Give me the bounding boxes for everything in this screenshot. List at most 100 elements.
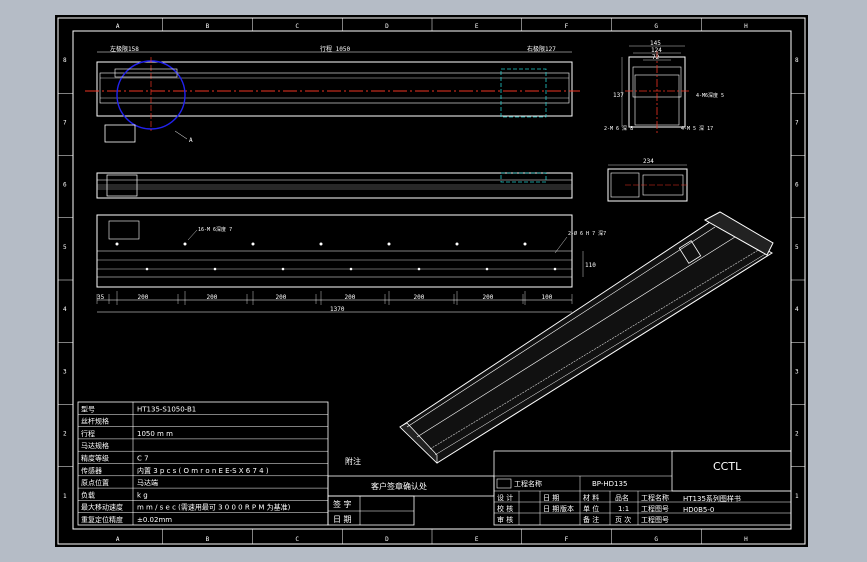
row-label-left: 3	[63, 368, 67, 375]
sheet-label: 页 次	[615, 515, 631, 524]
unit-label: 单 位	[583, 504, 599, 513]
end-view: 145 124 72 137 4-M6深度 5 2-M 6 深 8 4-M 5 …	[604, 40, 724, 133]
left-limit-label: 左极限158	[110, 45, 139, 53]
column-label-top: E	[475, 23, 479, 30]
segment-dim: 200	[138, 294, 149, 301]
project-label-2: 工程名称	[641, 493, 669, 502]
spec-label: 传感器	[81, 466, 102, 475]
end-note-left: 2-M 6 深 8	[604, 125, 633, 132]
spec-value: 内置 3 p c s ( O m r o n E E-S X 6 7 4 )	[137, 466, 269, 475]
column-label-bottom: B	[206, 536, 210, 543]
front-height-dim: 110	[585, 262, 596, 269]
row-label-right: 8	[795, 57, 799, 64]
title-block: CCTL 工程名称 BP-HD135 HT135系列图样书 HD0B5-0 设 …	[493, 450, 792, 526]
column-label-bottom: D	[385, 536, 389, 543]
spec-value: ±0.02mm	[137, 516, 172, 524]
outer-frame	[57, 17, 806, 545]
right-carriage-outline	[500, 68, 547, 118]
stroke-label: 行程 1050	[320, 45, 350, 53]
project-label: 工程名称	[514, 479, 542, 488]
front-hole-note-left: 16-M 6深度 7	[198, 226, 232, 233]
spec-value: HT135-S1050-B1	[137, 405, 196, 413]
spec-label: 负载	[81, 490, 95, 499]
row-label-right: 3	[795, 368, 799, 375]
approve-label: 审 核	[497, 515, 513, 524]
segment-dim: 200	[207, 294, 218, 301]
end-note-right: 4-M 5 深 17	[681, 125, 713, 132]
front-hole-note-right: 2-Ø 6 H 7 深7	[568, 230, 606, 237]
section-view: 234	[607, 158, 688, 202]
end-inner-dim: 72	[652, 54, 660, 61]
row-label-right: 5	[795, 244, 799, 251]
top-view: 左极限158 行程 1050 右极限127 A	[85, 45, 580, 144]
remark-label: 附注	[345, 456, 361, 466]
segment-dim: 35	[97, 294, 105, 301]
row-label-left: 6	[63, 182, 67, 189]
column-label-bottom: A	[116, 536, 120, 543]
column-label-bottom: E	[475, 536, 479, 543]
sign-label: 签 字	[333, 499, 352, 509]
segment-dim: 200	[276, 294, 287, 301]
date-label: 日 期	[333, 515, 352, 524]
note-label: 备 注	[583, 515, 599, 524]
column-label-top: B	[206, 23, 210, 30]
spec-label: 行程	[81, 429, 95, 438]
row-label-left: 2	[63, 431, 67, 438]
spec-label: 精度等级	[81, 454, 109, 463]
side-view	[96, 172, 573, 199]
spec-label: 重复定位精度	[81, 515, 123, 524]
right-limit-label: 右极限127	[527, 45, 556, 53]
tb-date-label-2: 日 期	[543, 505, 559, 513]
row-label-left: 7	[63, 119, 67, 126]
column-label-top: G	[654, 23, 658, 30]
detail-mark: A	[189, 137, 193, 144]
spec-label: 型号	[81, 404, 95, 413]
row-label-right: 7	[795, 119, 799, 126]
mounting-holes	[115, 242, 557, 305]
spec-value: m m / s e c (需速用最可 3 0 0 0 R P M 为基准)	[137, 503, 291, 512]
spec-value: 马达端	[137, 478, 158, 487]
product-name: HT135系列图样书	[683, 494, 741, 503]
design-label: 设 计	[497, 493, 513, 502]
row-label-right: 1	[795, 493, 799, 500]
proj-no-label: 工程图号	[641, 504, 669, 513]
spec-value: 1050 m m	[137, 430, 173, 438]
tb-date-label: 日 期	[543, 494, 559, 502]
spec-label: 原点位置	[81, 478, 109, 487]
spec-label: 最大移动速度	[81, 503, 123, 512]
end-top-dim: 145	[650, 40, 661, 47]
spec-label: 马达规格	[81, 441, 109, 450]
version-label: 版本	[560, 504, 574, 513]
column-label-top: F	[565, 23, 569, 30]
material-label: 材 料	[583, 493, 599, 502]
confirm-box: 附注 客户签章确认处 签 字 日 期	[327, 456, 495, 526]
column-label-top: A	[116, 23, 120, 30]
front-total-length: 1370	[330, 306, 345, 313]
spec-label: 丝杆规格	[81, 417, 109, 426]
column-label-top: D	[385, 23, 389, 30]
name-label: 品名	[615, 493, 629, 502]
projection-symbol	[496, 478, 512, 489]
isometric-view	[399, 211, 774, 464]
spec-value: C 7	[137, 455, 149, 463]
row-label-left: 1	[63, 493, 67, 500]
end-side-note: 4-M6深度 5	[696, 92, 724, 99]
scale-value: 1:1	[618, 505, 629, 513]
company-logo-text: CCTL	[713, 460, 742, 473]
column-label-bottom: G	[654, 536, 658, 543]
confirm-title: 客户签章确认处	[371, 481, 427, 491]
drawing-number: BP-HD135	[592, 480, 627, 488]
proj-no-label-2: 工程图号	[641, 515, 669, 524]
column-label-bottom: F	[565, 536, 569, 543]
row-label-left: 4	[63, 306, 67, 313]
segment-dim: 100	[542, 294, 553, 301]
column-label-bottom: H	[744, 536, 748, 543]
row-label-right: 2	[795, 431, 799, 438]
